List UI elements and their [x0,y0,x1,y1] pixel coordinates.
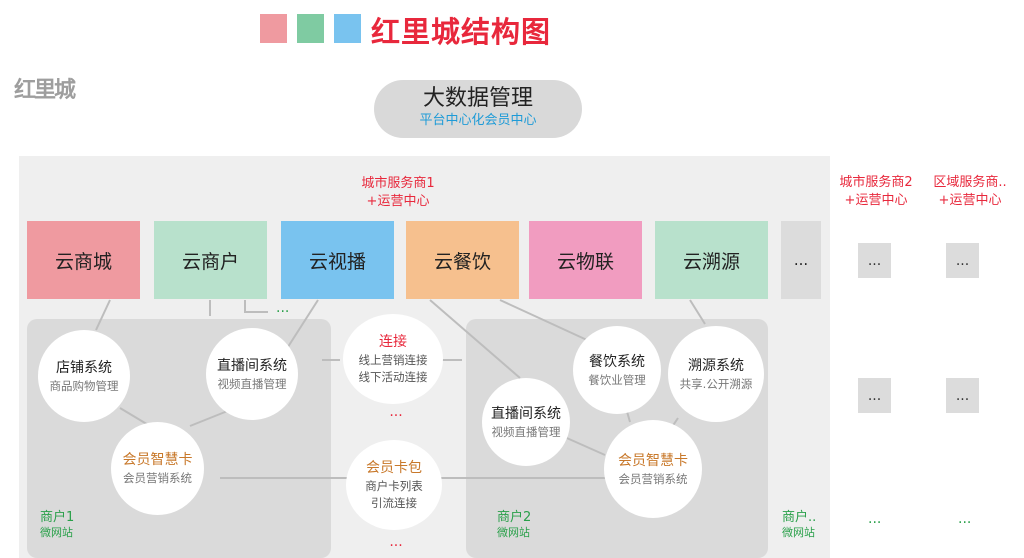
member-smart-card-node-2: 会员智慧卡 会员营销系统 [604,420,702,518]
line-video-live2 [429,299,521,379]
line-mall-store [95,299,111,331]
connect-node: 连接 线上营销连接 线下活动连接 [343,314,443,404]
live-room-system-node-1: 直播间系统 视频直播管理 [206,328,298,420]
card-pack-dots: ... [389,534,403,550]
connect-dots: ... [389,404,403,420]
module-cloud-video: 云视播 [281,221,394,299]
merchant-more-dots: ... [276,300,290,316]
line-catering-food [499,299,601,347]
color-swatch-green [297,14,324,43]
live-room-system-node-2: 直播间系统 视频直播管理 [482,378,570,466]
provider-1-label: 城市服务商1+运营中心 [361,176,435,209]
provider-2-label: 城市服务商2+运营中心 [839,175,913,208]
line-video-live1 [285,299,319,351]
module-cloud-trace: 云溯源 [655,221,768,299]
trace-system-node: 溯源系统 共享.公开溯源 [668,326,764,422]
provider2-merchant-dots: ... [868,511,882,527]
module-cloud-mall: 云商城 [27,221,140,299]
color-swatch-pink [260,14,287,43]
member-card-pack-node: 会员卡包 商户卡列表 引流连接 [346,440,442,530]
merchant-more-label: 商户..微网站 [782,510,817,539]
provider3-module-placeholder: ... [946,243,979,278]
big-data-title: 大数据管理 [422,86,533,111]
module-more: ... [781,221,821,299]
provider3-merchant-dots: ... [958,511,972,527]
catering-system-node: 餐饮系统 餐饮业管理 [573,326,661,414]
store-system-node: 店铺系统 商品购物管理 [38,330,130,422]
line-trace [689,299,706,325]
brand-logo: 红里城 [14,78,76,103]
big-data-subtitle: 平台中心化会员中心 [419,113,537,128]
provider-3-label: 区域服务商..+运营中心 [933,175,1007,208]
line-merchant-elbow [244,300,268,313]
module-cloud-iot: 云物联 [529,221,642,299]
module-cloud-merchant: 云商户 [154,221,267,299]
module-cloud-catering: 云餐饮 [406,221,519,299]
provider2-system-placeholder: ... [858,378,891,413]
member-smart-card-node-1: 会员智慧卡 会员营销系统 [111,422,204,515]
provider3-system-placeholder: ... [946,378,979,413]
big-data-node: 大数据管理 平台中心化会员中心 [374,80,582,138]
color-swatch-blue [334,14,361,43]
diagram-title: 红里城结构图 [371,15,552,49]
provider2-module-placeholder: ... [858,243,891,278]
